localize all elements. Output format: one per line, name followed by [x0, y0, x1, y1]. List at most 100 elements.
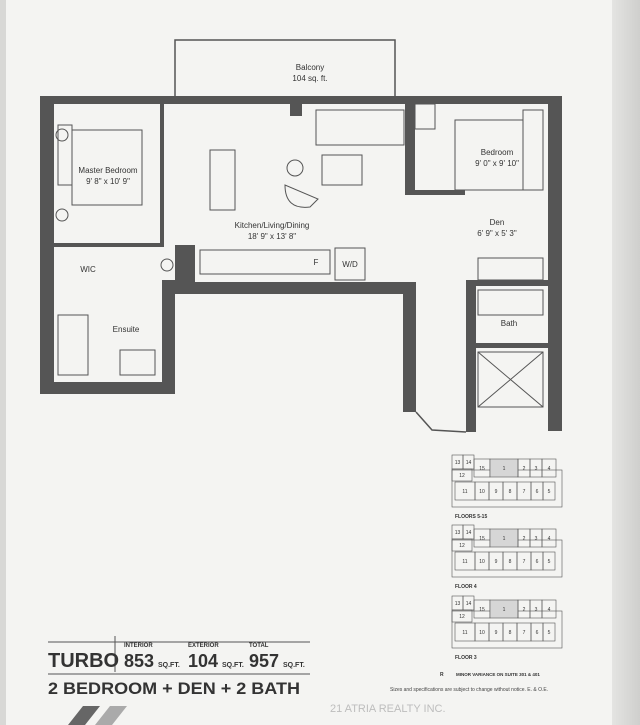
room-kitchen-living-dining: Kitchen/Living/Dining	[235, 221, 310, 230]
key-plan-unit-number: 3	[535, 536, 538, 542]
key-plan-unit-number: 5	[548, 489, 551, 495]
key-plan-unit-number: 13	[455, 530, 461, 536]
room-bedroom: Bedroom	[481, 148, 514, 157]
key-plan-unit-number: 14	[466, 460, 472, 466]
key-plan-unit-number: 13	[455, 601, 461, 607]
interior-unit: SQ.FT.	[158, 662, 180, 669]
key-plan-unit-number: 15	[479, 536, 485, 542]
key-plan-unit-number: 2	[523, 466, 526, 472]
room-ensuite: Ensuite	[113, 325, 140, 334]
key-plan-unit-number: 6	[536, 630, 539, 636]
logo-stripe-light	[95, 706, 127, 725]
key-plan-unit-number: 12	[459, 614, 465, 620]
key-plan-unit-number: 1	[503, 536, 506, 542]
key-plan-unit-number: 1	[503, 607, 506, 613]
total-unit: SQ.FT.	[283, 662, 305, 669]
interior-value: 853	[124, 651, 154, 671]
balcony	[174, 39, 396, 101]
key-plan-unit-number: 5	[548, 559, 551, 565]
key-plan-unit-number: 7	[523, 489, 526, 495]
key-plan-unit-number: 9	[495, 559, 498, 565]
room-bedroom-dims: 9' 0" x 9' 10"	[475, 159, 519, 168]
key-plan-unit-number: 7	[523, 559, 526, 565]
key-plan-unit-number: 11	[462, 559, 467, 565]
washer-dryer-label: W/D	[342, 260, 358, 269]
exterior-value: 104	[188, 651, 218, 671]
key-plan-unit-number: 8	[509, 630, 512, 636]
room-kitchen-living-dining-dims: 18' 9" x 13' 8"	[248, 232, 296, 241]
washer-dryer	[334, 247, 366, 281]
key-plan-unit-number: 12	[459, 543, 465, 549]
room-den-dims: 6' 9" x 5' 3"	[477, 229, 517, 238]
interior-label: INTERIOR	[124, 643, 153, 649]
balcony-label: Balcony	[296, 63, 324, 72]
key-plan-unit-number: 2	[523, 536, 526, 542]
key-plan-unit	[541, 458, 557, 478]
total-value: 957	[249, 651, 279, 671]
key-plan-unit-number: 14	[466, 601, 472, 607]
room-labels: Master Bedroom 9' 8" x 10' 9" Kitchen/Li…	[78, 148, 519, 334]
key-plan-unit-number: 15	[479, 607, 485, 613]
furniture	[55, 103, 544, 408]
key-plan-unit-number: 3	[535, 466, 538, 472]
key-plan-unit-number: 9	[495, 489, 498, 495]
exterior-label: EXTERIOR	[188, 643, 219, 649]
door-swing	[415, 411, 467, 433]
variance-note: MINOR VARIANCE ON SUITE 301 & 401	[456, 672, 540, 677]
key-plan-unit	[542, 481, 556, 501]
key-plan-unit-number: 15	[479, 466, 485, 472]
watermark: 21 ATRIA REALTY INC.	[330, 703, 446, 715]
room-wic: WIC	[80, 265, 96, 274]
total-label: TOTAL	[249, 643, 269, 649]
key-plan-unit-number: 4	[548, 466, 551, 472]
room-master-bedroom: Master Bedroom	[78, 166, 137, 175]
room-master-bedroom-dims: 9' 8" x 10' 9"	[86, 177, 130, 186]
key-plan-unit-number: 6	[536, 559, 539, 565]
page-edge-left	[0, 0, 6, 725]
sofa	[315, 109, 405, 146]
key-plan-unit-number: 2	[523, 607, 526, 613]
suite-type: 2 BEDROOM + DEN + 2 BATH	[48, 679, 300, 698]
exterior-unit: SQ.FT.	[222, 662, 244, 669]
dining-table	[209, 149, 236, 211]
key-plan-label: FLOORS 5-15	[455, 514, 487, 520]
balcony-area: 104 sq. ft.	[292, 74, 327, 83]
fridge-label: F	[314, 258, 319, 267]
key-plan-unit	[541, 528, 557, 548]
suite-model: TURBO	[48, 650, 119, 672]
key-plan-unit-number: 10	[479, 559, 485, 565]
key-plan-unit-number: 7	[523, 630, 526, 636]
key-plan-unit-number: 8	[509, 489, 512, 495]
key-plan-unit-number: 9	[495, 630, 498, 636]
key-plan-unit-number: 1	[503, 466, 506, 472]
key-plan-label: FLOOR 3	[455, 655, 477, 661]
key-plan-unit-number: 6	[536, 489, 539, 495]
key-plan-unit-number: 11	[462, 630, 467, 636]
key-plan-unit-number: 4	[548, 607, 551, 613]
room-den: Den	[490, 218, 505, 227]
key-plan-unit-number: 8	[509, 559, 512, 565]
key-plan-label: FLOOR 4	[455, 584, 477, 590]
key-plan-unit-number: 12	[459, 473, 465, 479]
logo-stripe-dark	[68, 706, 100, 725]
key-plan-unit-number: 14	[466, 530, 472, 536]
key-plan-unit-number: 10	[479, 630, 485, 636]
key-plan-unit-number: 10	[479, 489, 485, 495]
disclaimer: Sizes and specifications are subject to …	[390, 687, 548, 693]
den-desk	[477, 257, 544, 281]
variance-marker: R	[440, 672, 444, 678]
ensuite-tub	[57, 314, 89, 376]
room-bath: Bath	[501, 319, 517, 328]
key-plan-unit-number: 11	[462, 489, 467, 495]
key-plan-unit-number: 13	[455, 460, 461, 466]
coffee-table	[321, 154, 363, 186]
page-edge-right	[612, 0, 640, 725]
walls	[40, 96, 562, 432]
key-plan-unit	[542, 551, 556, 571]
key-plan-unit-number: 5	[548, 630, 551, 636]
